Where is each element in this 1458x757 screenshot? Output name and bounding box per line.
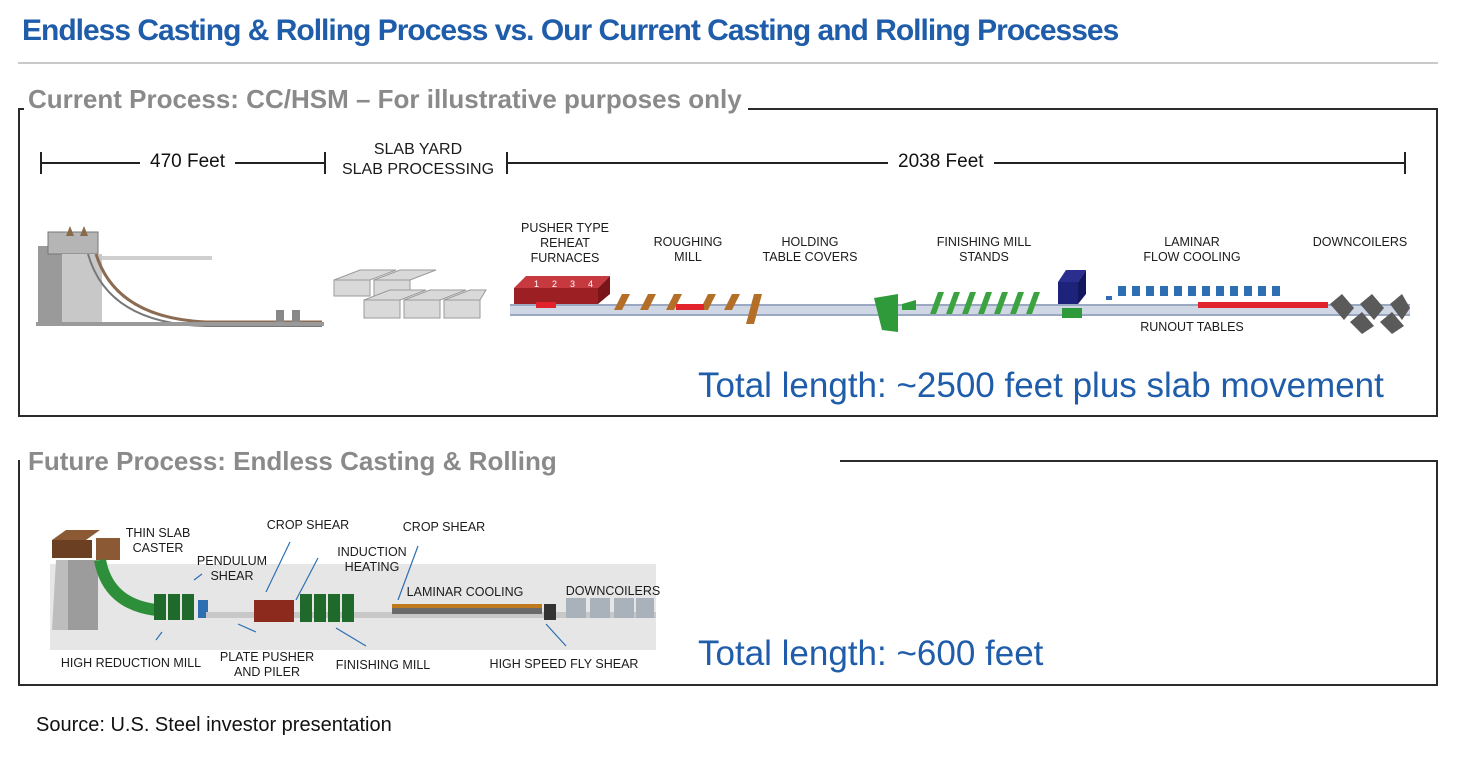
label-pendulum-shear: PENDULUM SHEAR: [196, 554, 268, 583]
pusher-furnaces: [514, 276, 610, 308]
dimension-tick-mid-left: [324, 152, 326, 174]
finishing-mill-stands: [874, 292, 1040, 332]
label-high-reduction-mill: HIGH REDUCTION MILL: [60, 656, 202, 670]
label-high-speed-fly-shear: HIGH SPEED FLY SHEAR: [489, 657, 639, 671]
conventional-caster-illustration: [36, 226, 324, 327]
laminar-cooling-future: [392, 604, 542, 614]
leader-lines: [155, 541, 567, 647]
source-note: Source: U.S. Steel investor presentation: [36, 714, 392, 736]
endless-casting-illustration: [50, 530, 656, 650]
roughing-mill-stands: [614, 294, 762, 324]
page-title: Endless Casting & Rolling Process vs. Ou…: [22, 14, 1119, 47]
label-downcoilers-future: DOWNCOILERS: [565, 584, 661, 598]
roller-table: [510, 304, 1410, 316]
label-runout-tables: RUNOUT TABLES: [1140, 320, 1244, 334]
hot-strip-mill-illustration: [510, 270, 1410, 334]
label-thin-slab-caster: THIN SLAB CASTER: [125, 526, 191, 555]
dimension-label-caster: 470 Feet: [140, 151, 235, 173]
dimension-label-mill: 2038 Feet: [888, 151, 994, 173]
title-divider: [18, 62, 1438, 64]
furnace-number-4: 4: [588, 279, 594, 289]
slab-yard-label: SLAB YARD SLAB PROCESSING: [341, 141, 495, 178]
label-crop-shear-2: CROP SHEAR: [402, 520, 486, 534]
transfer-box: [1058, 270, 1086, 318]
thin-slab-caster: [52, 530, 120, 630]
high-reduction-mill: [154, 594, 194, 620]
label-finishing-mill: FINISHING MILL: [335, 658, 431, 672]
downcoilers-future: [566, 598, 654, 618]
label-downcoilers: DOWNCOILERS: [1312, 235, 1408, 249]
finishing-mill-stands-future: [300, 594, 354, 622]
label-plate-pusher-piler: PLATE PUSHER AND PILER: [219, 650, 315, 679]
label-finishing-mill-stands: FINISHING MILL STANDS: [936, 235, 1032, 264]
downcoiler-units: [1330, 294, 1410, 334]
label-pusher-furnaces: PUSHER TYPE REHEAT FURNACES: [521, 221, 609, 265]
label-holding-table-covers: HOLDING TABLE COVERS: [762, 235, 858, 264]
furnace-number-3: 3: [570, 279, 576, 289]
dimension-tick-right: [1404, 152, 1406, 174]
label-roughing-mill: ROUGHING MILL: [653, 235, 723, 264]
slab-yard-illustration: [333, 269, 487, 319]
future-process-heading: Future Process: Endless Casting & Rollin…: [24, 446, 563, 477]
label-induction-heating: INDUCTION HEATING: [337, 545, 407, 574]
furnace-number-1: 1: [534, 279, 540, 289]
current-total-length: Total length: ~2500 feet plus slab movem…: [698, 366, 1384, 405]
current-process-heading: Current Process: CC/HSM – For illustrati…: [24, 84, 748, 115]
furnace-number-2: 2: [552, 279, 558, 289]
laminar-cooling-headers: [1106, 286, 1280, 300]
label-crop-shear-1: CROP SHEAR: [266, 518, 350, 532]
label-laminar-cooling: LAMINAR COOLING: [406, 585, 524, 599]
future-total-length: Total length: ~600 feet: [698, 634, 1044, 673]
label-laminar-flow-cooling: LAMINAR FLOW COOLING: [1143, 235, 1241, 264]
current-process-panel: [18, 108, 1438, 417]
